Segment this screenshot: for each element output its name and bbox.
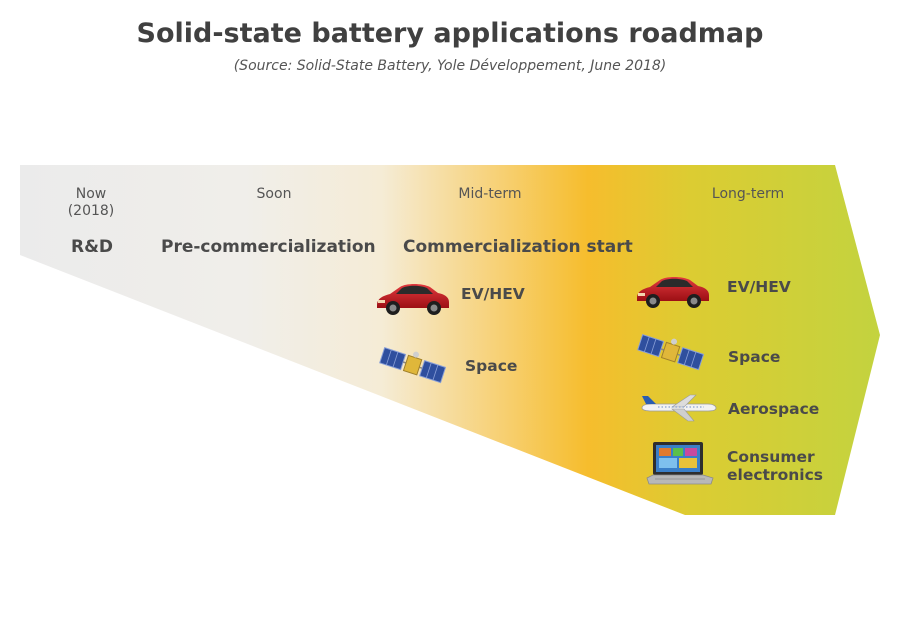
car-icon: [377, 284, 449, 315]
laptop-icon: [646, 442, 714, 485]
long-aerospace-label: Aerospace: [728, 400, 820, 418]
period-now-year: (2018): [67, 203, 115, 219]
airplane-icon: [641, 394, 717, 422]
long-space-label: Space: [728, 348, 781, 366]
period-mid-term: Mid-term: [458, 186, 522, 202]
consumer-line-1: Consumer: [727, 448, 815, 466]
mid-ev-hev-label: EV/HEV: [461, 285, 525, 303]
period-now: Now (2018): [55, 186, 127, 220]
page-title: Solid-state battery applications roadmap: [136, 18, 764, 49]
period-soon: Soon: [256, 186, 292, 202]
mid-space-label: Space: [465, 357, 518, 375]
phase-rnd: R&D: [71, 237, 114, 257]
period-long-term: Long-term: [711, 186, 785, 202]
phase-pre-commercialization: Pre-commercialization: [161, 237, 376, 257]
source-subtitle: (Source: Solid-State Battery, Yole Dével…: [233, 58, 667, 74]
satellite-icon: [379, 346, 446, 384]
long-consumer-electronics-label: Consumer electronics: [727, 448, 823, 484]
car-icon: [637, 277, 709, 308]
phase-commercialization-start: Commercialization start: [403, 237, 633, 257]
long-ev-hev-label: EV/HEV: [727, 278, 791, 296]
period-now-label: Now: [75, 186, 107, 202]
satellite-icon: [637, 333, 704, 371]
consumer-line-2: electronics: [727, 466, 823, 484]
roadmap-band: [20, 165, 880, 515]
